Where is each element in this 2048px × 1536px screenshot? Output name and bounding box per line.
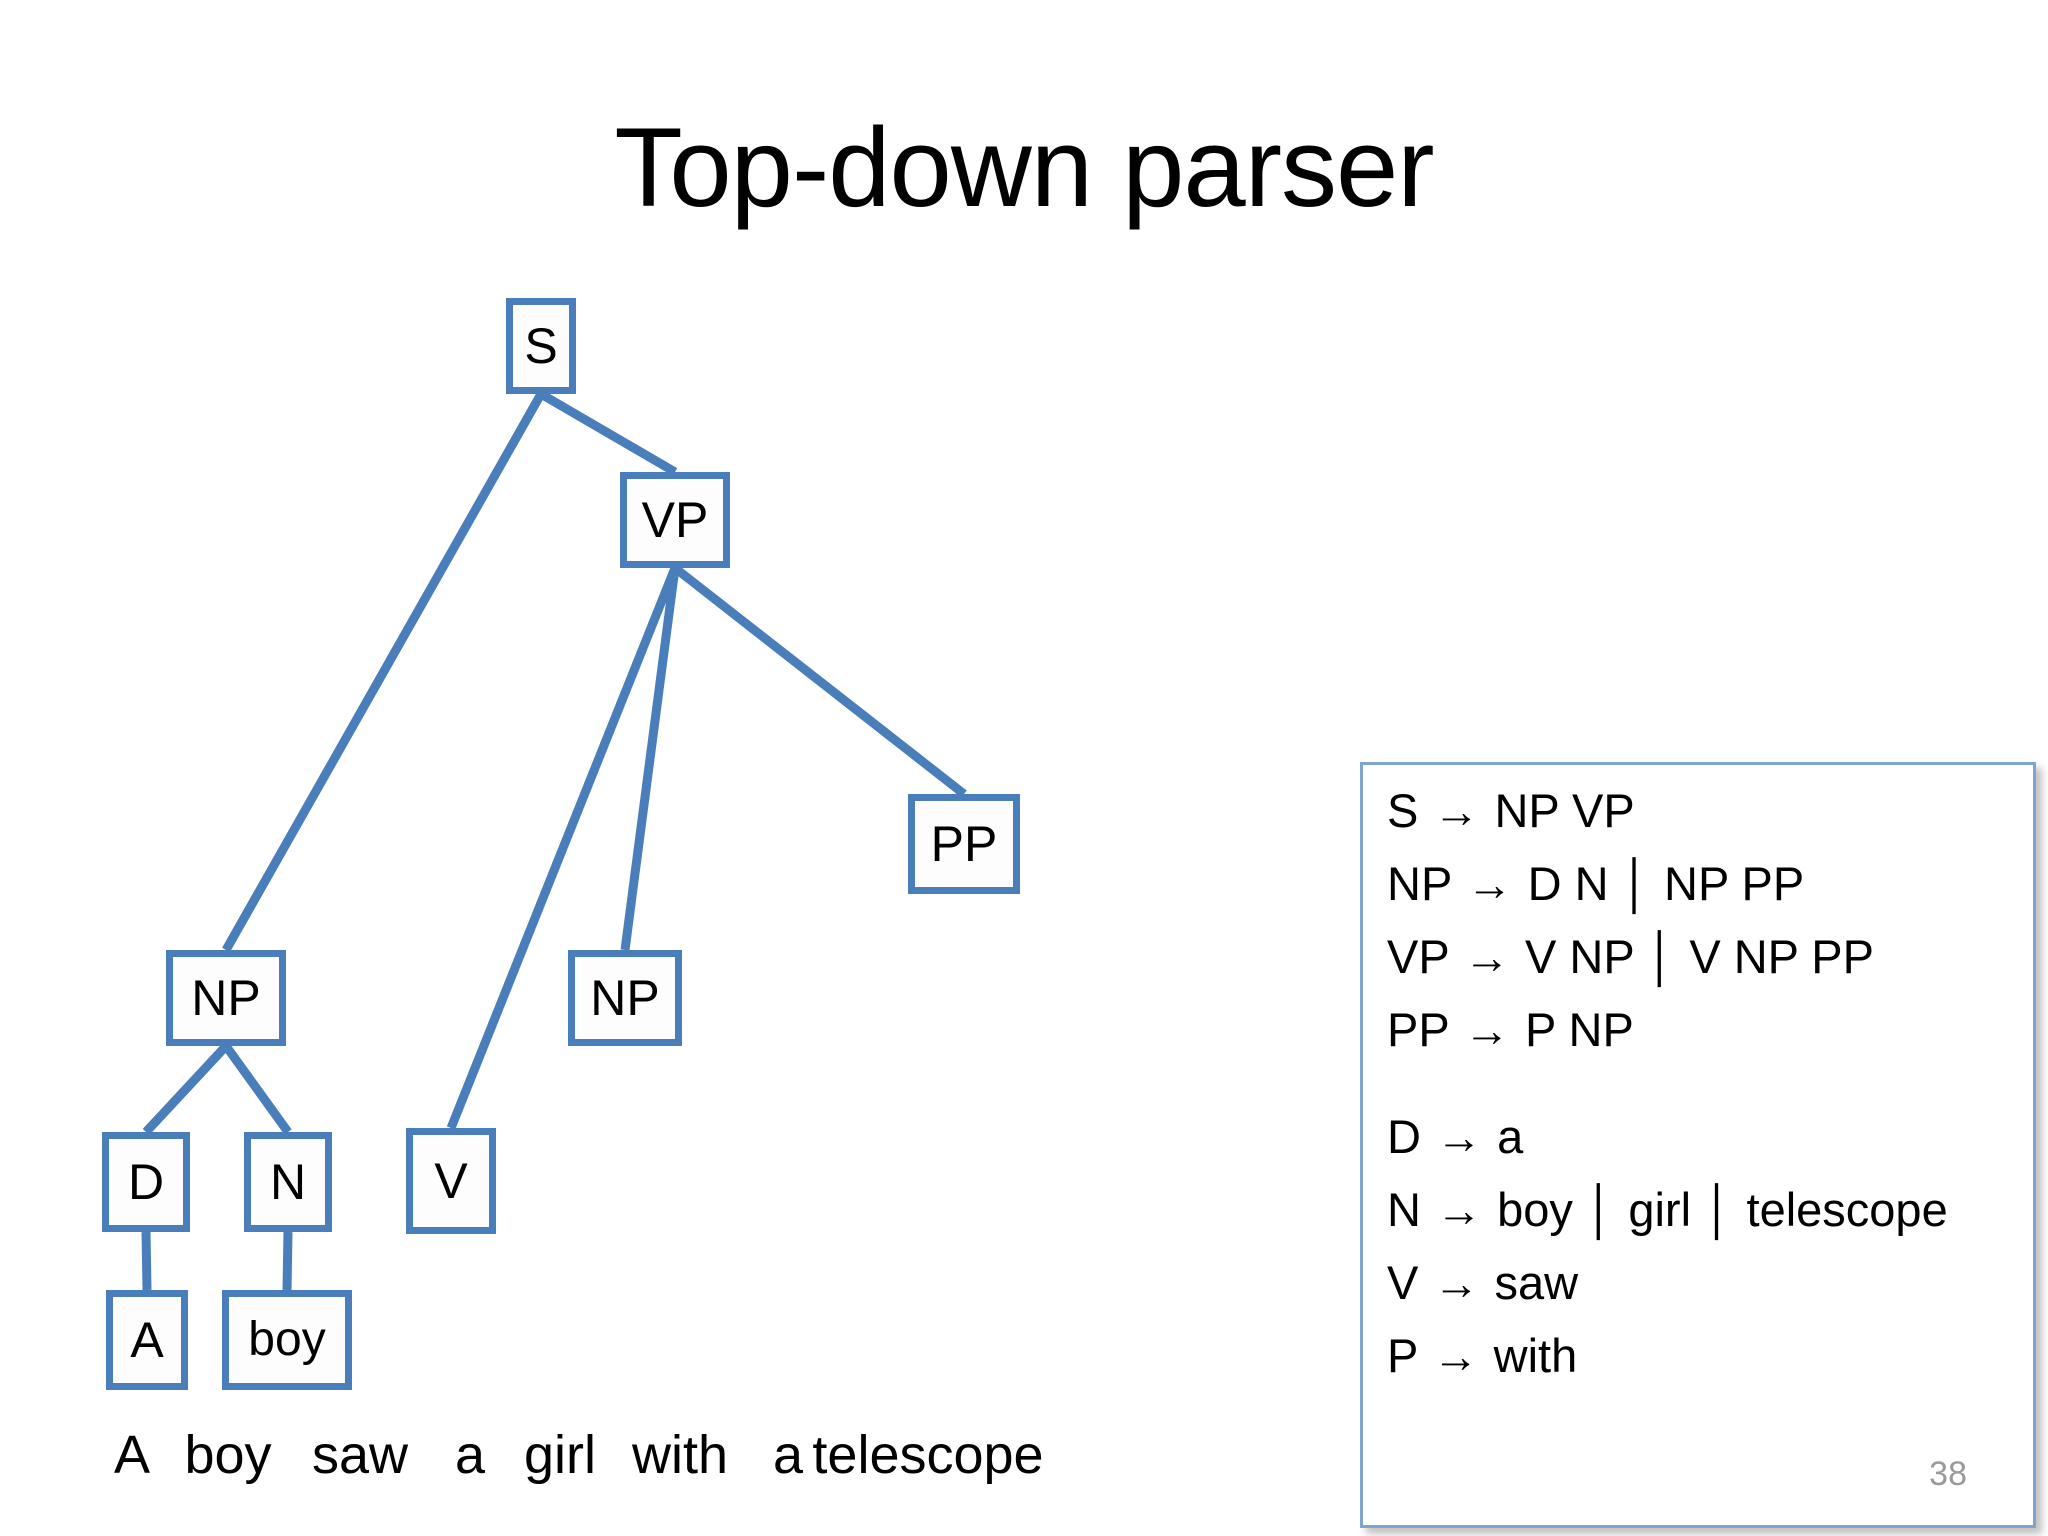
grammar-rule-rhs: NP VP bbox=[1494, 784, 1635, 837]
grammar-rule-rhs: V NP │ V NP PP bbox=[1524, 930, 1874, 983]
grammar-rule-lhs: S bbox=[1387, 784, 1419, 837]
grammar-rule-lhs: VP bbox=[1387, 930, 1449, 983]
tree-edge-vp-pp bbox=[672, 564, 967, 798]
grammar-rule: S → NP VP bbox=[1387, 787, 2033, 839]
tree-node-label: boy bbox=[248, 1313, 326, 1366]
tree-node-pp: PP bbox=[908, 794, 1020, 894]
tree-node-np2: NP bbox=[568, 950, 682, 1046]
tree-edge-n-boy bbox=[282, 1231, 293, 1291]
tree-node-boy: boy bbox=[222, 1290, 352, 1390]
arrow-icon: → bbox=[1433, 1257, 1480, 1309]
tree-node-label: PP bbox=[930, 816, 998, 872]
tree-node-vp: VP bbox=[620, 472, 730, 568]
slide-page-number: 38 bbox=[1929, 1455, 1967, 1493]
grammar-rule-lhs: D bbox=[1387, 1110, 1421, 1163]
arrow-icon: → bbox=[1432, 1330, 1479, 1382]
sentence-word: telescope bbox=[812, 1425, 1044, 1485]
tree-node-label: V bbox=[434, 1153, 468, 1209]
arrow-icon: → bbox=[1436, 1111, 1483, 1163]
sentence-word: A bbox=[113, 1425, 151, 1485]
grammar-rule-rhs: boy │ girl │ telescope bbox=[1497, 1183, 1948, 1236]
grammar-rule: VP → V NP │ V NP PP bbox=[1387, 933, 2033, 985]
tree-node-label: A bbox=[130, 1312, 164, 1368]
tree-edge-np1-d bbox=[142, 1042, 230, 1136]
tree-node-d: D bbox=[102, 1132, 190, 1232]
grammar-rule: D → a bbox=[1387, 1113, 2033, 1165]
tree-edge-s-vp bbox=[538, 390, 678, 476]
grammar-rule: PP → P NP bbox=[1387, 1006, 2033, 1058]
grammar-rule: NP → D N │ NP PP bbox=[1387, 860, 2033, 912]
parse-tree-edges bbox=[141, 390, 967, 1291]
grammar-rule-rhs: P NP bbox=[1524, 1003, 1634, 1056]
arrow-icon: → bbox=[1436, 1184, 1483, 1236]
tree-node-s: S bbox=[506, 298, 576, 394]
tree-node-label: N bbox=[269, 1154, 307, 1210]
grammar-rule-lhs: PP bbox=[1387, 1003, 1449, 1056]
grammar-rule: V → saw bbox=[1387, 1259, 2033, 1311]
grammar-rule-rhs: with bbox=[1493, 1329, 1578, 1382]
sentence-word: a bbox=[454, 1425, 486, 1485]
tree-node-v: V bbox=[406, 1128, 496, 1234]
grammar-rule-rhs: saw bbox=[1494, 1256, 1579, 1309]
arrow-icon: → bbox=[1463, 1004, 1510, 1056]
grammar-rule-spacer bbox=[1387, 1079, 2033, 1113]
tree-node-label: VP bbox=[641, 492, 709, 548]
tree-node-np1: NP bbox=[166, 950, 286, 1046]
arrow-icon: → bbox=[1463, 931, 1510, 983]
arrow-icon: → bbox=[1466, 858, 1513, 910]
tree-edge-d-a bbox=[141, 1231, 152, 1291]
grammar-rule-lhs: V bbox=[1387, 1256, 1419, 1309]
sentence-word: a bbox=[772, 1425, 804, 1485]
sentence-word: with bbox=[631, 1425, 729, 1485]
grammar-rule-lhs: NP bbox=[1387, 857, 1452, 910]
page-title: Top-down parser bbox=[614, 105, 1434, 230]
grammar-rule: N → boy │ girl │ telescope bbox=[1387, 1186, 2033, 1238]
tree-node-label: NP bbox=[191, 970, 261, 1026]
arrow-icon: → bbox=[1433, 785, 1480, 837]
tree-node-n: N bbox=[244, 1132, 332, 1232]
tree-edge-np1-n bbox=[222, 1043, 292, 1135]
sentence-word: girl bbox=[523, 1425, 597, 1485]
tree-edge-vp-np2 bbox=[620, 567, 680, 951]
tree-node-label: S bbox=[524, 318, 558, 374]
sentence-word: boy bbox=[184, 1425, 272, 1485]
tree-edge-vp-v bbox=[446, 566, 680, 1130]
tree-edge-s-np1 bbox=[222, 391, 545, 953]
grammar-rule-rhs: a bbox=[1497, 1110, 1524, 1163]
tree-node-label: D bbox=[127, 1154, 165, 1210]
tree-node-label: NP bbox=[590, 970, 660, 1026]
grammar-rule: P → with bbox=[1387, 1332, 2033, 1384]
grammar-rule-rhs: D N │ NP PP bbox=[1527, 857, 1805, 910]
sentence-word: saw bbox=[311, 1425, 409, 1485]
tree-node-a: A bbox=[106, 1290, 188, 1390]
grammar-rule-lhs: N bbox=[1387, 1183, 1421, 1236]
grammar-rule-lhs: P bbox=[1387, 1329, 1418, 1382]
